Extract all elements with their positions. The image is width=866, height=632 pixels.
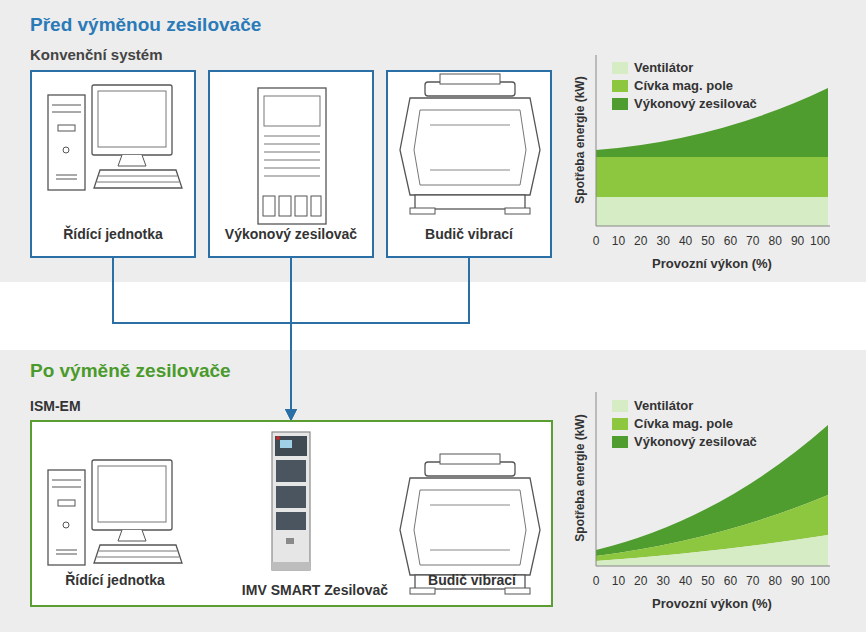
component-item: Řídící jednotka (40, 430, 190, 590)
legend-entry: Výkonový zesilovač (612, 96, 757, 111)
connector (113, 258, 291, 420)
legend-text: Výkonový zesilovač (634, 96, 757, 111)
tick-label: 100 (810, 574, 830, 588)
axis-title: Spotřeba energie (kW) (573, 76, 587, 203)
node-label: Řídící jednotka (40, 572, 190, 588)
system-box: ISM-EMŘídící jednotkaIMV SMART Zesilovač… (30, 420, 553, 607)
legend-text: Ventilátor (634, 60, 693, 75)
tick-label: 70 (746, 574, 759, 588)
tick-label: 100 (810, 234, 830, 248)
component-item: Budič vibrací (397, 430, 547, 590)
tick-label: 0 (593, 234, 600, 248)
tick-label: 0 (593, 574, 600, 588)
legend-swatch (612, 436, 628, 448)
legend-entry: Ventilátor (612, 398, 693, 413)
node-label: Řídící jednotka (32, 226, 194, 242)
tick-label: 40 (679, 574, 692, 588)
legend-entry: Cívka mag. pole (612, 78, 733, 93)
axis-title: Provozní výkon (%) (652, 256, 772, 271)
tick-label: 80 (769, 234, 782, 248)
heading: Před výměnou zesilovače (30, 14, 261, 36)
axis-title: Spotřeba energie (kW) (573, 414, 587, 541)
tick-label: 50 (701, 234, 714, 248)
legend-entry: Ventilátor (612, 60, 693, 75)
legend-swatch (612, 98, 628, 110)
legend-swatch (612, 400, 628, 412)
node-label: Výkonový zesilovač (210, 226, 372, 242)
heading: ISM-EM (30, 398, 81, 414)
tick-label: 60 (724, 234, 737, 248)
legend-text: Cívka mag. pole (634, 416, 733, 431)
legend-entry: Cívka mag. pole (612, 416, 733, 431)
node-label: Budič vibrací (388, 226, 550, 242)
tick-label: 20 (634, 234, 647, 248)
legend-text: Výkonový zesilovač (634, 434, 757, 449)
heading: Po výměně zesilovače (30, 360, 231, 382)
tick-label: 70 (746, 234, 759, 248)
node-label: Konvenční systém (30, 46, 163, 63)
component-box: Výkonový zesilovač (208, 70, 374, 258)
connector (291, 258, 469, 420)
tick-label: 20 (634, 574, 647, 588)
tick-label: 30 (657, 574, 670, 588)
axis-title: Provozní výkon (%) (652, 596, 772, 611)
tick-label: 50 (701, 574, 714, 588)
node-label: Budič vibrací (397, 572, 547, 588)
legend-text: Ventilátor (634, 398, 693, 413)
component-box: Budič vibrací (386, 70, 552, 258)
tick-label: 90 (791, 234, 804, 248)
tick-label: 80 (769, 574, 782, 588)
tick-label: 60 (724, 574, 737, 588)
component-box: Řídící jednotka (30, 70, 196, 258)
tick-label: 10 (612, 574, 625, 588)
legend-swatch (612, 80, 628, 92)
tick-label: 10 (612, 234, 625, 248)
tick-label: 30 (657, 234, 670, 248)
band: Po výměně zesilovačeISM-EM Řídící jednotk… (0, 350, 866, 632)
tick-label: 40 (679, 234, 692, 248)
component-item: IMV SMART Zesilovač (235, 430, 395, 600)
tick-label: 90 (791, 574, 804, 588)
legend-entry: Výkonový zesilovač (612, 434, 757, 449)
node-label: IMV SMART Zesilovač (235, 582, 395, 598)
legend-text: Cívka mag. pole (634, 78, 733, 93)
legend-swatch (612, 62, 628, 74)
legend-swatch (612, 418, 628, 430)
